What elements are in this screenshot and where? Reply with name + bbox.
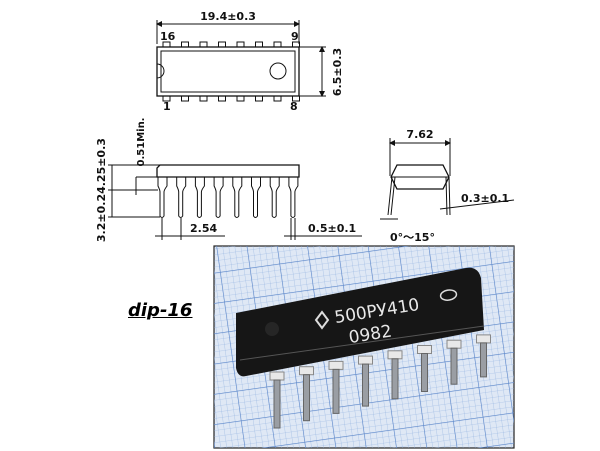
bottom-pin xyxy=(199,95,208,102)
pin-label-8: 8 xyxy=(290,100,298,113)
bottom-pin xyxy=(236,95,245,102)
row-spacing-dimension: 7.62 xyxy=(406,128,433,141)
bottom-pin xyxy=(273,95,282,102)
pin-label-16: 16 xyxy=(160,30,176,43)
photo-lead-shoulder xyxy=(387,350,403,360)
lead-length-dimension: 3.2±0.2 xyxy=(95,194,108,242)
chip-photo: 500РУ410 0982 xyxy=(213,245,515,449)
photo-lead-shoulder xyxy=(299,366,314,376)
side-lead xyxy=(157,177,168,218)
notch-icon xyxy=(156,63,165,79)
photo-lead xyxy=(421,353,428,392)
width-dimension: 6.5±0.3 xyxy=(331,48,344,96)
side-lead xyxy=(288,177,299,218)
side-lead xyxy=(176,177,187,218)
side-lead xyxy=(232,177,243,218)
photo-lead xyxy=(480,342,487,378)
left-lead xyxy=(387,176,396,216)
end-view: 7.62 0.3±0.1 0°～15° xyxy=(380,128,515,244)
bottom-pin xyxy=(218,95,226,102)
pin1-dot-icon xyxy=(269,62,287,80)
side-lead xyxy=(251,177,261,218)
photo-lead-shoulder xyxy=(328,360,344,370)
angle-dimension: 0°～15° xyxy=(390,231,435,244)
photo-lead xyxy=(273,379,281,429)
photo-lead-shoulder xyxy=(358,355,373,365)
side-view: 4.25±0.3 3.2±0.2 0.51Min. 2.54 0.5±0.1 xyxy=(95,118,362,242)
top-pin xyxy=(218,41,226,48)
photo-lead xyxy=(332,368,340,414)
bottom-pin xyxy=(255,95,263,102)
photo-lead xyxy=(362,363,369,407)
photo-lead-shoulder xyxy=(269,371,285,381)
side-lead xyxy=(269,177,280,218)
body-height-dimension: 4.25±0.3 xyxy=(95,138,108,194)
top-pin xyxy=(273,41,282,48)
pin-label-1: 1 xyxy=(163,100,171,113)
side-lead xyxy=(213,177,224,218)
lead-width-dimension: 0.5±0.1 xyxy=(308,222,356,235)
top-pin xyxy=(236,41,245,48)
photo-lead-shoulder xyxy=(446,339,462,349)
right-lead xyxy=(445,176,451,216)
pitch-dimension: 2.54 xyxy=(190,222,217,235)
photo-lead xyxy=(391,358,399,400)
photo-lead-shoulder xyxy=(417,345,432,354)
photo-lead xyxy=(450,347,458,385)
pin-label-9: 9 xyxy=(291,30,299,43)
lead-thickness-dimension: 0.3±0.1 xyxy=(461,192,509,205)
package-label: dip-16 xyxy=(128,300,193,321)
chip-body xyxy=(236,267,484,377)
photo-lead-shoulder xyxy=(476,334,491,344)
top-pin xyxy=(199,41,208,48)
package-body-side xyxy=(156,164,300,178)
top-view: 19.4±0.3 16 9 1 8 6.5±0.3 xyxy=(156,10,344,113)
length-dimension: 19.4±0.3 xyxy=(200,10,256,23)
package-body-top xyxy=(156,46,300,97)
top-pin xyxy=(255,41,263,48)
manufacturer-logo-icon xyxy=(314,310,330,330)
top-pin xyxy=(181,41,189,48)
photo-lead xyxy=(303,374,310,422)
standoff-dimension: 0.51Min. xyxy=(136,118,147,167)
side-lead xyxy=(194,177,205,218)
bottom-pin xyxy=(181,95,189,102)
